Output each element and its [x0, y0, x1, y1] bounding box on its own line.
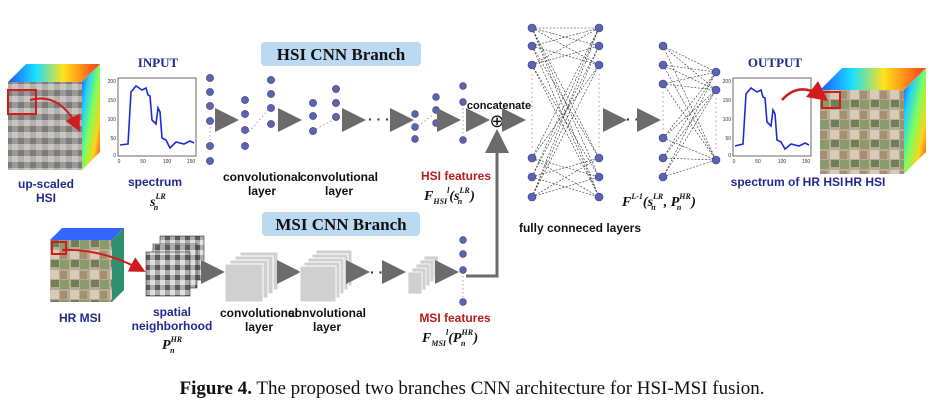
hsi-conv-layer-2-label-2: layer [325, 184, 353, 198]
caption-text: The proposed two branches CNN architectu… [251, 378, 765, 399]
fc-node-column-1 [527, 23, 537, 202]
output-x-tick-2: 100 [778, 159, 787, 165]
fully-connected-label: fully conneced layers [519, 221, 641, 235]
output-y-tick-3: 50 [725, 136, 731, 142]
msi-ellipsis: · · · [370, 264, 392, 280]
upscaled-hsi-label-2: HSI [36, 191, 56, 205]
hsi-conv-layer-1-label-2: layer [248, 184, 276, 198]
msi-conv-layer-1-label-1: convolutional [220, 306, 298, 320]
input-x-tick-3: 150 [187, 159, 196, 165]
fc-node-column-3 [658, 41, 668, 182]
hr-msi-cube [50, 228, 146, 302]
figure-caption: Figure 4. The proposed two branches CNN … [0, 378, 944, 400]
msi-conv-stack-3 [407, 255, 439, 295]
output-x-tick-0: 0 [733, 159, 736, 165]
msi-features-label: MSI features [419, 311, 491, 325]
input-y-tick-4: 0 [113, 153, 116, 159]
output-y-tick-1: 150 [723, 98, 732, 104]
input-x-tick-1: 50 [140, 159, 146, 165]
msi-branch-title: MSI CNN Branch [275, 215, 407, 234]
hsi-branch-box [261, 42, 421, 66]
concat-oplus-symbol: ⊕ [489, 111, 504, 131]
input-y-tick-1: 150 [108, 98, 117, 104]
fully-connected-edges [531, 27, 717, 198]
arrow-msi-to-concat [466, 129, 509, 278]
spatial-neighborhood-label-2: neighborhood [132, 319, 213, 333]
upscaled-hsi-label-1: up-scaled [18, 177, 74, 191]
hsi-conv-layer-2-label-1: convolutional [300, 170, 378, 184]
input-label: INPUT [138, 55, 179, 70]
hsi-features-label: HSI features [421, 169, 491, 183]
output-x-tick-3: 150 [802, 159, 811, 165]
msi-feature-column [459, 236, 467, 306]
input-spectrum-plot [117, 77, 197, 157]
msi-conv-layer-1-label-2: layer [245, 320, 273, 334]
spatial-neighborhood-label-1: spatial [153, 305, 191, 319]
input-y-tick-2: 100 [108, 117, 117, 123]
output-y-tick-0: 200 [723, 79, 732, 85]
hsi-conv-layer-1-label-1: convolutional [223, 170, 301, 184]
hsi-node-column-3 [309, 85, 340, 135]
hsi-branch-title: HSI CNN Branch [277, 45, 406, 64]
output-node-column [711, 67, 721, 165]
caption-label: Figure 4. [179, 378, 252, 399]
msi-conv-stack-2 [299, 249, 353, 303]
hsi-node-column-4 [411, 93, 440, 143]
input-x-tick-2: 100 [163, 159, 172, 165]
hr-hsi-cube [781, 68, 926, 174]
fc-ellipsis: · · · [626, 111, 648, 127]
hsi-node-column-1 [206, 74, 214, 165]
architecture-diagram: HSI CNN Branch MSI CNN Branch up-scaled … [7, 23, 926, 355]
input-x-tick-0: 0 [118, 159, 121, 165]
output-y-tick-2: 100 [723, 117, 732, 123]
msi-conv-layer-2-label-1: convolutional [288, 306, 366, 320]
input-y-tick-3: 50 [110, 136, 116, 142]
upscaled-hsi-cube [7, 64, 100, 170]
msi-branch-box [262, 212, 420, 236]
output-x-tick-1: 50 [755, 159, 761, 165]
msi-conv-layer-2-label-2: layer [313, 320, 341, 334]
output-y-tick-4: 0 [728, 153, 731, 159]
hr-hsi-label: HR HSI [845, 175, 886, 189]
hsi-feature-column [459, 82, 467, 144]
output-label: OUTPUT [748, 55, 803, 70]
hsi-ellipsis: · · · · [368, 111, 398, 127]
spectrum-label: spectrum [128, 175, 182, 189]
msi-conv-stack-1 [224, 251, 279, 303]
spatial-neighborhood-stack [145, 235, 205, 297]
fc-node-column-2 [594, 23, 604, 202]
hsi-node-column-2 [241, 76, 275, 150]
hr-msi-label: HR MSI [59, 311, 101, 325]
spectrum-hr-hsi-label: spectrum of HR HSI [731, 175, 844, 189]
input-y-tick-0: 200 [108, 79, 117, 85]
